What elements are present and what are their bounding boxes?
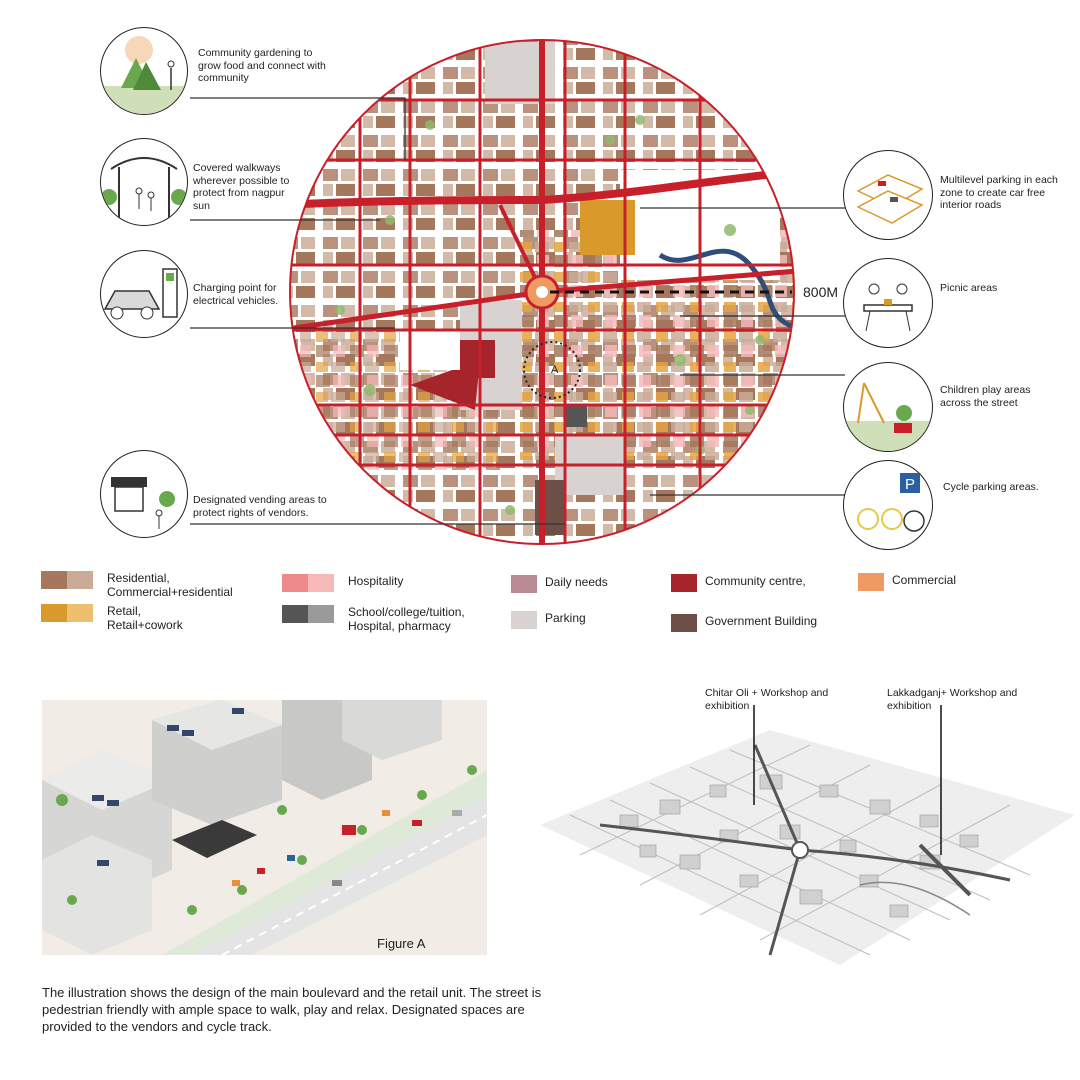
picnic-icon xyxy=(843,258,933,348)
leader-lines xyxy=(190,97,845,525)
legend-swatch xyxy=(282,605,334,623)
vending-icon xyxy=(100,450,188,538)
cycle-parking-icon: P xyxy=(843,460,933,550)
legend-community-centre: Community centre, xyxy=(671,574,806,592)
legend-swatch xyxy=(671,614,697,632)
legend-swatch xyxy=(511,575,537,593)
vending-callout-text: Designated vending areas to protect righ… xyxy=(193,494,327,519)
legend-swatch xyxy=(41,604,93,622)
figure-a-street-illustration xyxy=(42,700,487,955)
covered-walkway-callout-text: Covered walkways wherever possible to pr… xyxy=(193,162,290,212)
legend-residential: Residential, Commercial+residential xyxy=(41,571,247,599)
legend-government: Government Building xyxy=(671,614,817,632)
legend-swatch xyxy=(282,574,334,592)
picnic-callout-text: Picnic areas xyxy=(940,282,998,294)
legend-commercial: Commercial xyxy=(858,573,956,591)
legend-swatch xyxy=(511,611,537,629)
radius-label: 800M xyxy=(803,284,839,300)
chitar-oli-label: Chitar Oli + Workshop and exhibition xyxy=(705,687,829,712)
legend-parking: Parking xyxy=(511,611,586,629)
legend-retail: Retail, Retail+cowork xyxy=(41,604,207,632)
ev-charging-callout-text: Charging point for electrical vehicles. xyxy=(193,282,279,307)
parking-structure-icon xyxy=(843,150,933,240)
ev-charging-icon xyxy=(100,250,188,338)
playground-callout-text: Children play areas across the street xyxy=(940,384,1031,409)
figure-a-caption: Figure A xyxy=(377,936,426,951)
parking-callout-text: Multilevel parking in each zone to creat… xyxy=(940,174,1058,211)
legend-daily-needs: Daily needs xyxy=(511,575,608,593)
urban-plan-map xyxy=(289,39,795,545)
zone-a-label: A xyxy=(551,364,559,376)
gardening-callout-text: Community gardening to grow food and con… xyxy=(198,47,326,84)
playground-icon xyxy=(843,362,933,452)
legend-swatch xyxy=(671,574,697,592)
legend-swatch xyxy=(858,573,884,591)
gardening-icon xyxy=(100,27,188,115)
cycle-parking-callout-text: Cycle parking areas. xyxy=(943,481,1039,493)
covered-walkway-icon xyxy=(100,138,188,226)
legend-school: School/college/tuition, Hospital, pharma… xyxy=(282,605,488,633)
isometric-area-map xyxy=(540,705,1075,965)
svg-text:P: P xyxy=(905,476,915,493)
legend-swatch xyxy=(41,571,93,589)
lakkadganj-label: Lakkadganj+ Workshop and exhibition xyxy=(887,687,1018,712)
legend-hospitality: Hospitality xyxy=(282,574,403,592)
description-text: The illustration shows the design of the… xyxy=(42,985,542,1034)
